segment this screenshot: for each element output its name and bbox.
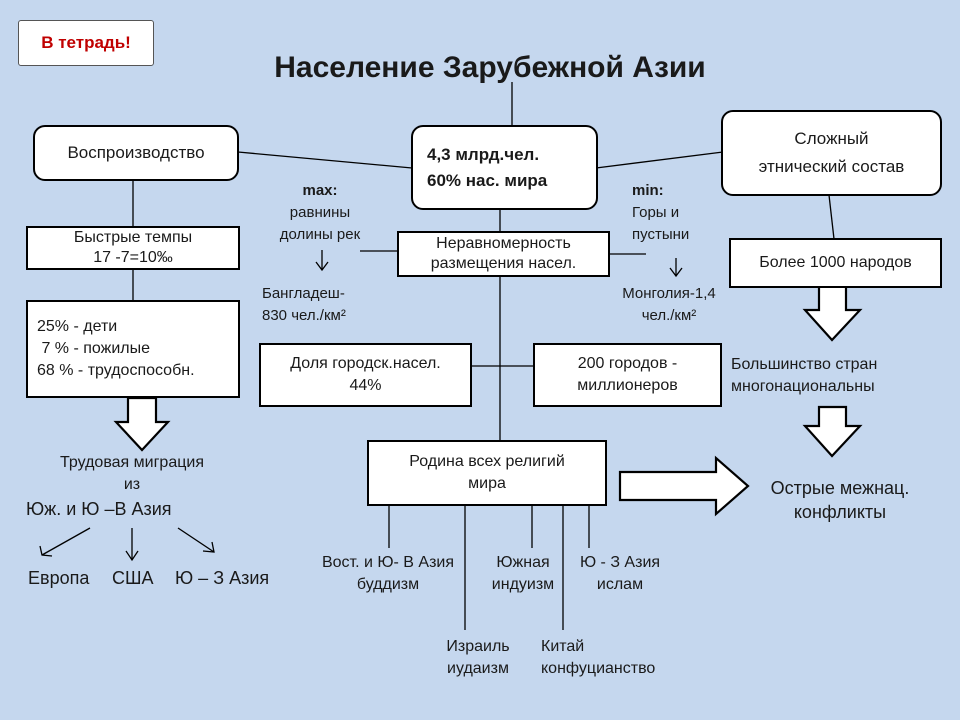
growth-rates-value: 17 -7=10‰ [93,249,173,266]
notebook-badge-label: В тетрадь! [41,33,131,52]
migration-source: Юж. и Ю –В Азия [26,499,172,519]
migration-from: из [123,476,141,493]
judaism-region: Израиль [446,638,510,655]
buddhism-name: буддизм [356,576,420,593]
conflicts-line1: Острые межнац. [770,478,910,498]
islam-region: Ю - З Азия [579,554,661,571]
density-min-text: min: Горы и пустыни [632,180,742,246]
density-max-line1: равнины [289,204,351,221]
density-min-label: min: [632,182,664,199]
multinational-line2: многонациональны [731,378,875,395]
urban-share-box: Доля городск.насел. 44% [259,343,472,407]
distribution-box: Неравномерность размещения насел. [397,231,610,277]
reproduction-box: Воспроизводство [33,125,239,181]
density-min-line1: Горы и [632,204,680,221]
hinduism-region: Южная [496,554,550,571]
population-share: 60% нас. мира [427,170,548,190]
religion-islam: Ю - З Азия ислам [565,552,675,596]
age-structure-box: 25% - дети 7 % - пожилые 68 % - трудоспо… [26,300,240,398]
millionaire-cities-box: 200 городов - миллионеров [533,343,722,407]
mongolia-label: Монголия-1,4 [622,285,716,302]
confucianism-name: конфуцианство [541,660,656,677]
density-max-example: Бангладеш- 830 чел./км² [262,283,382,327]
ethnic-heading-line1: Сложный [794,129,869,148]
religions-box: Родина всех религий мира [367,440,607,506]
distribution-line1: Неравномерность [436,235,571,252]
migration-label: Трудовая миграция из [30,452,234,496]
destination-europe: Европа [28,568,90,588]
density-max-text: max: равнины долины рек [260,180,380,246]
judaism-name: иудаизм [447,660,509,677]
religion-hinduism: Южная индуизм [478,552,568,596]
millionaire-cities-count: 200 городов - [577,355,678,372]
population-total: 4,3 млрд.чел. [427,144,540,164]
religions-line2: мира [468,475,506,492]
urban-share-label: Доля городск.насел. [290,355,441,372]
density-max-label: max: [302,182,338,199]
notebook-badge: В тетрадь! [18,20,154,66]
millionaire-cities-label: миллионеров [577,377,678,394]
religion-judaism: Израиль иудаизм [432,636,524,680]
distribution-line2: размещения насел. [430,255,577,272]
density-min-example: Монголия-1,4 чел./км² [604,283,734,327]
ethnic-composition-box: Сложный этнический состав [721,110,942,196]
multinational-line1: Большинство стран [731,356,878,373]
page-title: Население Зарубежной Азии [274,51,706,84]
growth-rates-box: Быстрые темпы 17 -7=10‰ [26,226,240,270]
conflicts-line2: конфликты [793,502,887,522]
religions-line1: Родина всех религий [409,453,565,470]
religion-buddhism: Вост. и Ю- В Азия буддизм [302,552,474,596]
buddhism-region: Вост. и Ю- В Азия [321,554,455,571]
bangladesh-density: 830 чел./км² [262,307,346,324]
bangladesh-label: Бангладеш- [262,285,345,302]
density-min-line2: пустыни [632,226,690,243]
growth-rates-title: Быстрые темпы [73,229,193,246]
conflicts-text: Острые межнац. конфликты [750,476,930,524]
density-max-line2: долины рек [279,226,361,243]
multinational-text: Большинство стран многонациональны [731,354,877,398]
peoples-count-label: Более 1000 народов [759,254,912,271]
reproduction-label: Воспроизводство [67,143,205,162]
age-elderly: 7 % - пожилые [37,340,150,357]
hinduism-name: индуизм [491,576,555,593]
migration-title: Трудовая миграция [60,454,204,471]
destination-sw-asia: Ю – З Азия [175,568,270,588]
mongolia-density: чел./км² [641,307,697,324]
population-box: 4,3 млрд.чел. 60% нас. мира [411,125,598,210]
ethnic-heading-line2: этнический состав [758,157,905,176]
age-children: 25% - дети [37,318,118,335]
islam-name: ислам [596,576,644,593]
urban-share-value: 44% [349,377,382,394]
peoples-count-box: Более 1000 народов [729,238,942,288]
destination-usa: США [112,568,154,588]
religion-confucianism: Китай конфуцианство [541,636,687,680]
confucianism-region: Китай [541,638,585,655]
age-working: 68 % - трудоспособн. [37,362,195,379]
